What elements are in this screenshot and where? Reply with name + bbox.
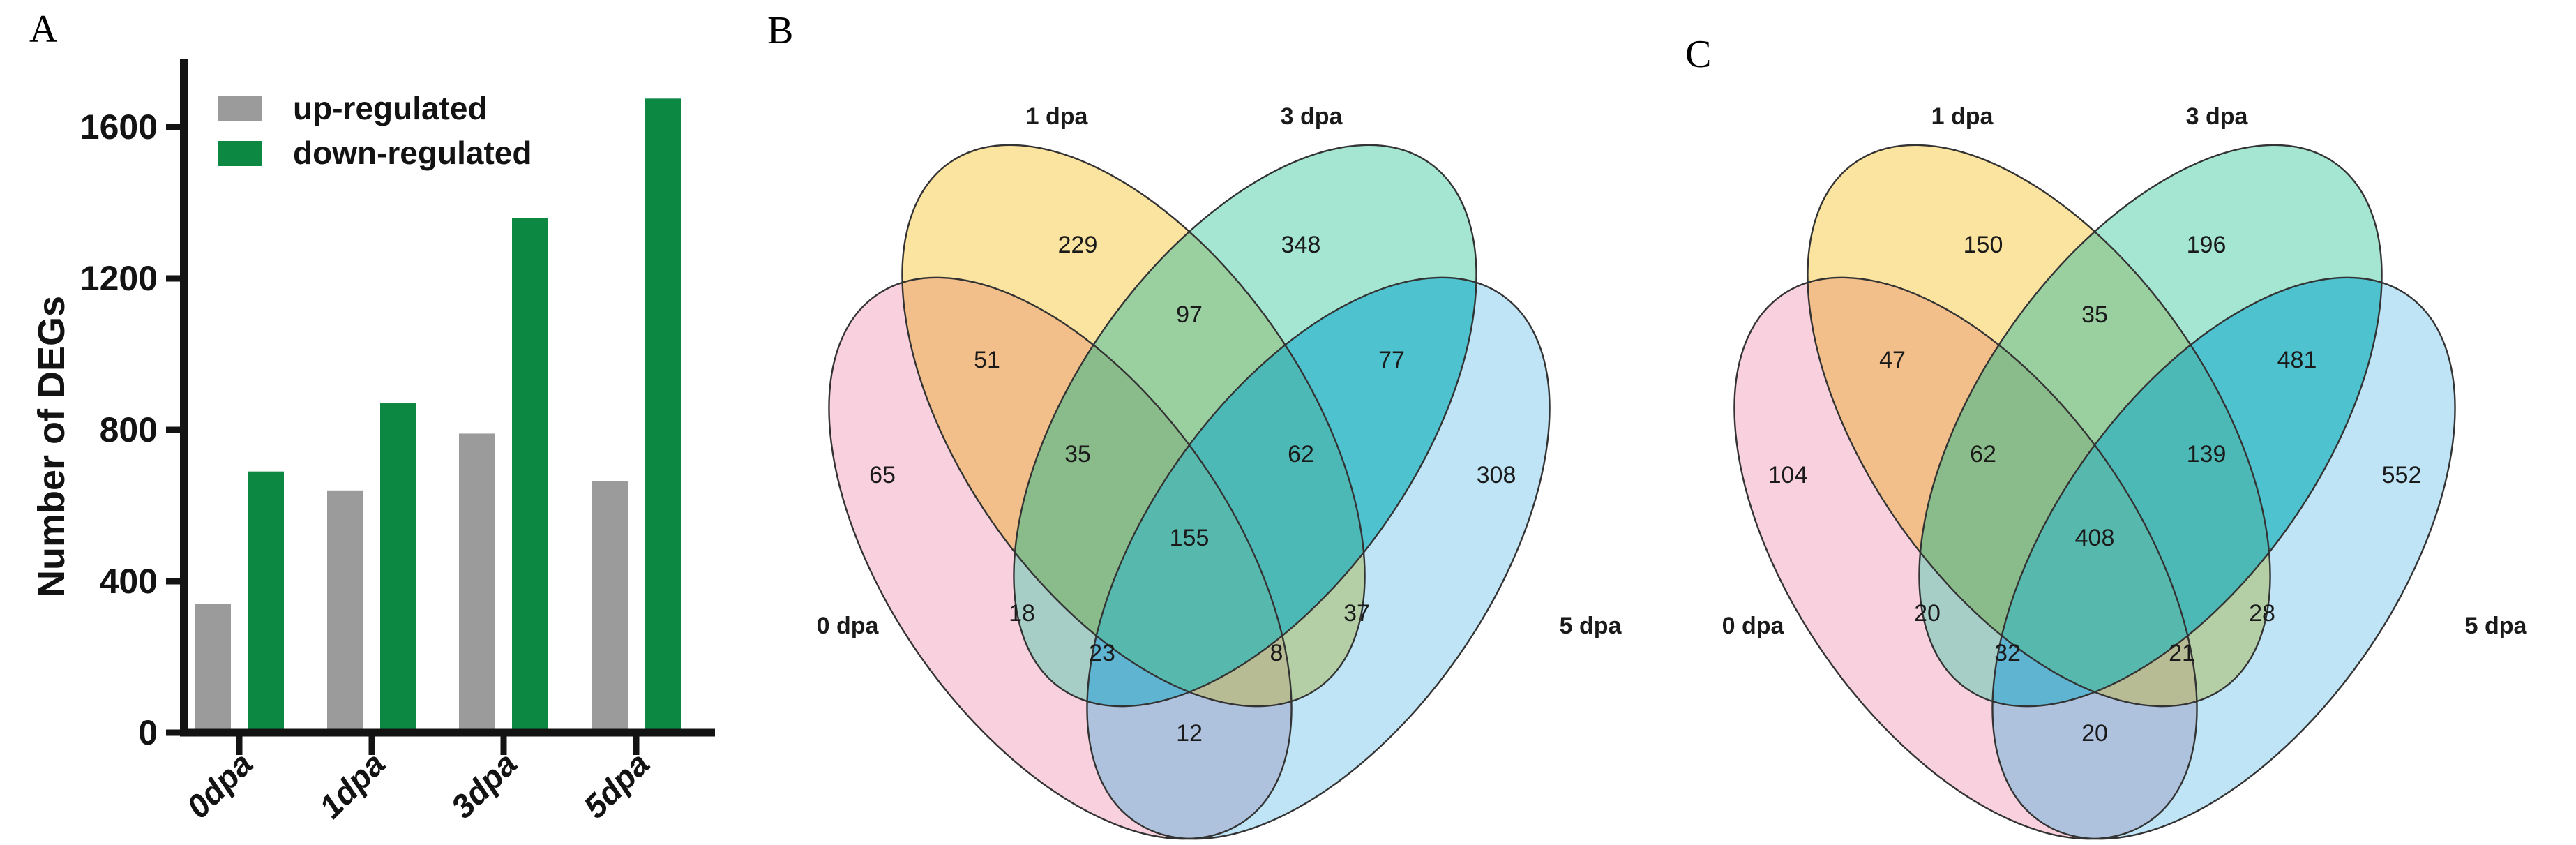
legend-label-down-regulated: down-regulated [293,135,532,171]
venn-count-1-3-5: 62 [1288,441,1314,468]
y-axis-title: Number of DEGs [31,296,73,597]
bar-up-regulated-5dpa [592,481,628,733]
venn-count-3: 348 [1281,232,1321,258]
venn-count-0-5: 12 [1176,720,1203,747]
bar-down-regulated-3dpa [512,218,548,733]
venn-count-1-5: 37 [1343,600,1370,627]
bar-down-regulated-5dpa [645,98,681,733]
y-tick-label: 800 [100,410,158,449]
bar-up-regulated-1dpa [327,490,363,733]
venn-shape [778,84,1650,845]
bar-up-regulated-3dpa [459,433,495,733]
venn-count-0-5: 20 [2081,720,2108,747]
y-tick-label: 0 [138,713,158,752]
bars [195,98,681,733]
venn-count-0-1: 51 [974,347,1000,373]
venn-set-label-0dpa: 0 dpa [1722,613,1785,639]
y-tick-label: 400 [100,562,158,601]
venn-set-label-1dpa: 1 dpa [1931,103,1994,130]
y-tick-label: 1600 [80,107,158,147]
venn-count-0-3-5: 32 [1994,640,2021,666]
venn-set-label-5dpa: 5 dpa [1560,613,1622,639]
x-tick-label-1dpa: 1dpa [312,745,392,825]
venn-count-1-3-5: 139 [2187,441,2227,468]
venn-set-labels: 0 dpa 1 dpa 3 dpa 5 dpa [817,103,1622,639]
panel-c-letter: C [1685,33,1712,76]
venn-count-0-3: 20 [1914,600,1941,627]
venn-count-0-1-5: 21 [2169,640,2195,666]
venn-set-label-3dpa: 3 dpa [2186,103,2249,130]
venn-count-3-5: 77 [1378,347,1405,373]
venn-count-1: 150 [1964,232,2003,258]
panel-b-letter: B [767,9,794,52]
legend-swatch-up-regulated [218,96,262,121]
venn-count-0: 104 [1768,462,1808,488]
venn-count-0-1: 47 [1879,347,1906,373]
venn-count-0-3-5: 23 [1089,640,1115,666]
deg-bar-chart: 0 400 800 1200 1600 0dpa 1dpa 3dpa 5dpa Number of… [31,59,715,825]
bar-up-regulated-0dpa [195,604,231,733]
x-tick-label-5dpa: 5dpa [576,745,656,825]
venn-count-0-1-5: 8 [1270,640,1283,666]
axes [180,59,715,737]
venn-count-3: 196 [2187,232,2227,258]
venn-set-label-1dpa: 1 dpa [1026,103,1089,130]
venn-count-1-5: 28 [2249,600,2275,627]
venn-count-3-5: 481 [2277,347,2317,373]
legend-swatch-down-regulated [218,141,262,166]
venn-count-0-1-3: 62 [1970,441,1996,468]
venn-count-0-1-3: 35 [1064,441,1091,468]
venn-count-0-3: 18 [1009,600,1035,627]
venn-set-label-5dpa: 5 dpa [2465,613,2528,639]
venn-shape [1683,84,2555,845]
venn-count-1-3: 35 [2081,301,2108,328]
venn-count-1-3: 97 [1176,301,1203,328]
bar-down-regulated-0dpa [248,471,284,733]
venn-count-1: 229 [1058,232,1098,258]
x-ticks: 0dpa 1dpa 3dpa 5dpa [179,736,656,825]
legend-label-up-regulated: up-regulated [293,90,488,126]
y-tick-label: 1200 [80,259,158,298]
venn-count-0-1-3-5: 408 [2075,525,2115,551]
y-ticks: 0 400 800 1200 1600 [80,107,180,752]
panel-a-letter: A [29,8,58,51]
bar-down-regulated-1dpa [380,403,416,733]
venn-set-label-0dpa: 0 dpa [817,613,880,639]
venn-counts: 104 150 196 552 47 35 481 20 28 20 62 139 32 21 408 [1768,232,2422,747]
legend: up-regulated down-regulated [218,90,532,171]
x-tick-label-3dpa: 3dpa [444,745,524,825]
venn-counts: 65 229 348 308 51 97 77 18 37 12 35 62 23 8 155 [869,232,1516,747]
venn-count-0: 65 [869,462,896,488]
venn-diagram-b: 65 229 348 308 51 97 77 18 37 12 35 62 23 8 155 0 dpa 1 … [778,84,1650,845]
venn-set-label-3dpa: 3 dpa [1281,103,1343,130]
venn-set-labels: 0 dpa 1 dpa 3 dpa 5 dpa [1722,103,2528,639]
venn-count-5: 308 [1477,462,1516,488]
venn-count-0-1-3-5: 155 [1170,525,1210,551]
x-tick-label-0dpa: 0dpa [179,745,259,825]
venn-count-5: 552 [2382,462,2422,488]
